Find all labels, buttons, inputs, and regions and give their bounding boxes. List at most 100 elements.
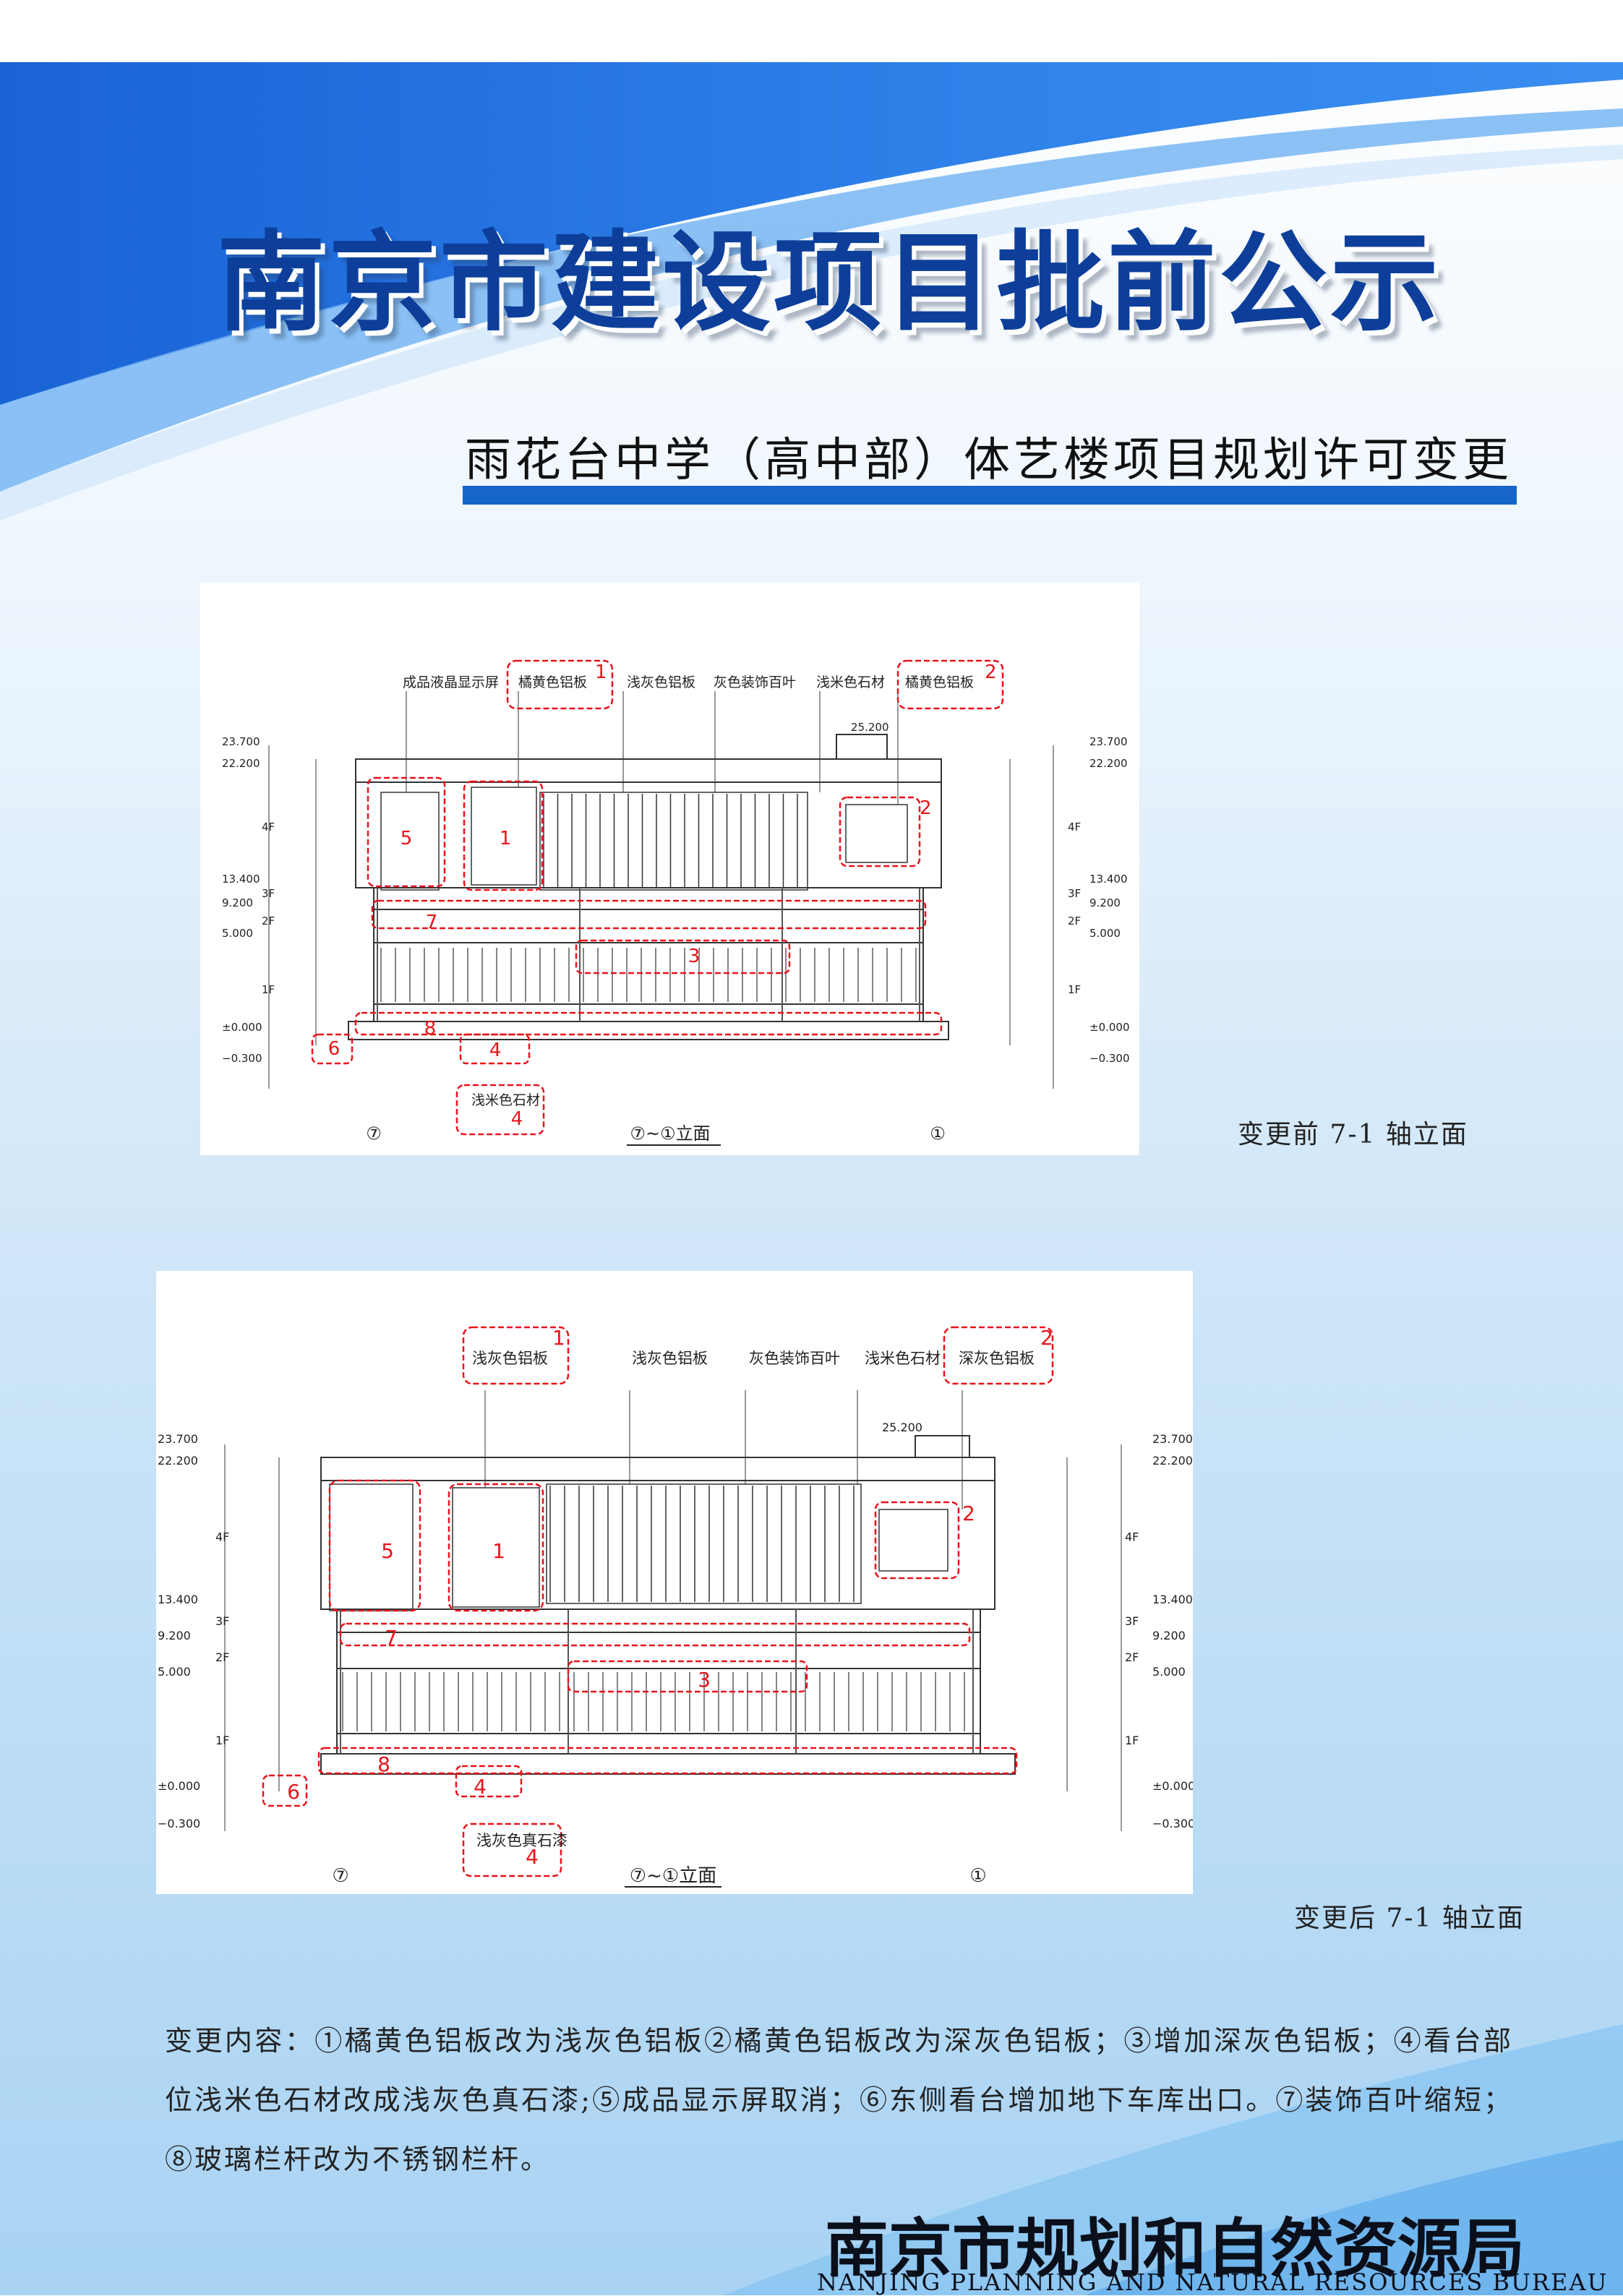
footer-org-name: 南京市规划和自然资源局	[824, 2211, 1525, 2286]
floor-label-right: 1F	[1125, 1734, 1139, 1747]
elevation-label-right: 9.200	[1152, 1629, 1186, 1642]
label-gray-louver: 灰色装饰百叶	[714, 674, 796, 690]
elevation-label-left: 5.000	[158, 1665, 191, 1679]
svg-text:5: 5	[401, 828, 413, 849]
label-orange-panel-1: 橘黄色铝板	[518, 674, 587, 690]
svg-text:1: 1	[595, 661, 607, 683]
top-elevation: 25.200	[851, 721, 889, 734]
label-screen: 成品液晶显示屏	[403, 674, 499, 690]
elevation-label-left: 13.400	[222, 873, 260, 886]
elevation-label-left: 23.700	[222, 735, 260, 748]
svg-text:6: 6	[328, 1038, 341, 1060]
elevation-label-left: −0.300	[158, 1817, 200, 1830]
floor-label-left: 3F	[262, 887, 275, 900]
floor-label-right: 1F	[1068, 983, 1081, 996]
elevation-label-left: ±0.000	[222, 1021, 262, 1034]
change-description: 变更内容：①橘黄色铝板改为浅灰色铝板②橘黄色铝板改为深灰色铝板；③增加深灰色铝板…	[165, 2025, 1513, 2175]
elevation-label-right: ±0.000	[1152, 1779, 1193, 1793]
caption-after: 变更后 7-1 轴立面	[1294, 1903, 1525, 1933]
elevation-label-left: 23.700	[158, 1432, 198, 1446]
lower-volume	[373, 887, 924, 1022]
view-title: ⑦~①立面	[630, 1865, 716, 1887]
label-beige-stone: 浅米色石材	[816, 674, 885, 690]
floor-label-left: 2F	[215, 1650, 229, 1664]
elevation-label-right: 5.000	[1152, 1665, 1186, 1679]
project-subtitle: 雨花台中学（高中部）体艺楼项目规划许可变更	[465, 434, 1512, 487]
svg-text:3: 3	[698, 1668, 711, 1692]
elevation-label-right: 22.200	[1089, 757, 1128, 770]
floor-label-right: 3F	[1068, 887, 1081, 900]
svg-text:1: 1	[552, 1326, 565, 1350]
label-beige-stone: 浅米色石材	[865, 1350, 941, 1367]
elevation-label-left: ±0.000	[158, 1779, 200, 1793]
label-light-gray-panel-1: 浅灰色铝板	[472, 1350, 548, 1367]
floor-label-right: 2F	[1068, 914, 1081, 928]
elevation-label-right: −0.300	[1089, 1052, 1130, 1065]
svg-text:4: 4	[489, 1040, 502, 1061]
svg-text:7: 7	[426, 912, 438, 933]
svg-text:1: 1	[492, 1539, 505, 1563]
elevation-label-right: 23.700	[1089, 735, 1128, 748]
elevation-label-left: 9.200	[222, 896, 253, 909]
floor-label-left: 4F	[215, 1530, 229, 1544]
svg-text:2: 2	[985, 661, 997, 683]
elevation-label-right: 13.400	[1089, 873, 1128, 886]
svg-text:4: 4	[511, 1108, 523, 1130]
floor-label-left: 4F	[262, 821, 275, 834]
elevation-label-right: 22.200	[1152, 1454, 1193, 1468]
label-light-gray-panel: 浅灰色铝板	[632, 1350, 708, 1367]
elevation-label-right: 13.400	[1152, 1593, 1193, 1606]
label-gray-louver: 灰色装饰百叶	[749, 1350, 840, 1367]
svg-text:6: 6	[287, 1780, 300, 1804]
floor-label-left: 1F	[215, 1734, 229, 1747]
svg-text:8: 8	[424, 1018, 437, 1040]
svg-text:1: 1	[500, 828, 512, 849]
elevation-label-right: 23.700	[1152, 1432, 1193, 1446]
elevation-label-left: 13.400	[158, 1593, 198, 1606]
subtitle-underline	[463, 486, 1517, 505]
elevation-label-left: 22.200	[158, 1454, 198, 1468]
svg-text:3: 3	[688, 946, 701, 967]
svg-text:2: 2	[1040, 1326, 1053, 1350]
elevation-label-right: 5.000	[1089, 927, 1121, 940]
top-elevation: 25.200	[882, 1421, 922, 1434]
elevation-drawing-before: 1 2 5 1 2 7 3 8 4 6 4 成品液晶显示屏 橘黄色铝板 浅灰色铝板…	[200, 583, 1139, 1155]
floor-label-left: 2F	[262, 914, 275, 928]
axis-left: ⑦	[332, 1865, 348, 1887]
lower-volume	[336, 1609, 981, 1755]
svg-text:4: 4	[526, 1845, 539, 1869]
label-bottom: 浅灰色真石漆	[476, 1832, 568, 1849]
svg-text:4: 4	[474, 1775, 487, 1799]
footer-org-name-en: NANJING PLANNING AND NATURAL RESOURCES B…	[817, 2269, 1609, 2296]
caption-before: 变更前 7-1 轴立面	[1238, 1120, 1468, 1149]
elevation-label-right: ±0.000	[1089, 1021, 1130, 1034]
floor-label-right: 4F	[1125, 1530, 1139, 1544]
label-orange-panel-2: 橘黄色铝板	[905, 674, 974, 690]
floor-label-right: 4F	[1068, 821, 1081, 834]
elevation-label-left: 5.000	[222, 927, 253, 940]
axis-left: ⑦	[366, 1123, 382, 1144]
elevation-label-right: 9.200	[1089, 896, 1121, 909]
label-light-gray-panel: 浅灰色铝板	[627, 674, 695, 690]
elevation-label-left: −0.300	[222, 1052, 262, 1065]
axis-right: ①	[969, 1865, 986, 1887]
svg-text:2: 2	[962, 1502, 975, 1525]
floor-label-right: 3F	[1125, 1614, 1139, 1628]
label-bottom: 浅米色石材	[471, 1092, 540, 1108]
screen-frame	[380, 792, 440, 891]
floor-label-right: 2F	[1125, 1650, 1139, 1664]
elevation-label-right: −0.300	[1152, 1817, 1193, 1830]
elevation-label-left: 9.200	[158, 1629, 191, 1642]
elevation-label-left: 22.200	[222, 757, 260, 770]
svg-text:8: 8	[377, 1752, 390, 1776]
floor-label-left: 1F	[262, 983, 275, 996]
axis-right: ①	[930, 1123, 946, 1144]
page-title: 南京市建设项目批前公示	[217, 219, 1442, 346]
upper-volume	[355, 758, 942, 888]
svg-text:7: 7	[385, 1626, 398, 1650]
view-title: ⑦~①立面	[630, 1123, 710, 1144]
svg-text:5: 5	[381, 1539, 394, 1563]
svg-text:2: 2	[920, 797, 932, 819]
label-dark-gray-panel: 深灰色铝板	[959, 1350, 1035, 1367]
